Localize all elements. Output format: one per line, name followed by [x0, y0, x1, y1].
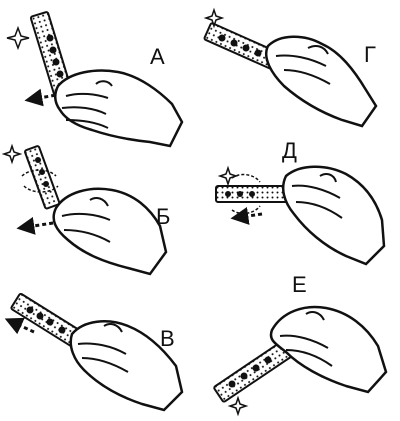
panel-g: [204, 10, 376, 126]
panel-label-e: Е: [292, 274, 307, 296]
panel-a: [7, 12, 182, 146]
panel-d: [216, 167, 384, 264]
panel-v: [8, 293, 182, 410]
hand-icon: [55, 71, 182, 146]
hand-icon: [271, 307, 386, 392]
stick-icon: [22, 146, 60, 209]
arrow-icon: [234, 214, 262, 218]
panel-label-b: Б: [156, 206, 170, 228]
sparkle-icon: [230, 398, 246, 414]
hand-icon: [283, 167, 384, 264]
panel-label-d: Д: [282, 140, 297, 162]
sparkle-icon: [4, 146, 20, 162]
sparkle-icon: [220, 168, 236, 184]
panel-e: [214, 307, 386, 414]
panel-label-a: А: [150, 46, 165, 68]
sparkle-icon: [7, 28, 29, 48]
panel-label-g: Г: [364, 44, 376, 66]
panel-b: [4, 146, 166, 274]
arrow-icon: [8, 320, 34, 332]
panel-label-v: В: [160, 328, 175, 350]
hand-icon: [54, 189, 166, 274]
hand-icon: [266, 37, 376, 126]
